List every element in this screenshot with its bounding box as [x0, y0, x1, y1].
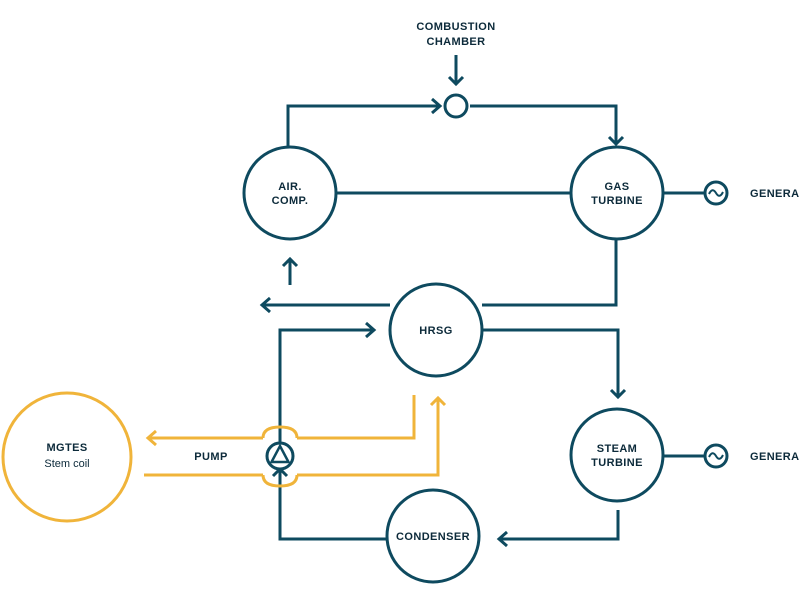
generator-icon	[703, 443, 729, 469]
hrsg-label: HRSG	[419, 325, 452, 337]
steam-turbine-label-line2: TURBINE	[591, 457, 643, 469]
hrsg-to-steam-turbine-line	[482, 328, 627, 400]
condenser-label: CONDENSER	[396, 531, 470, 543]
gas-turbine-exhaust-line	[259, 240, 618, 314]
mgtes-label-line2: Stem coil	[44, 458, 89, 470]
pump-icon	[265, 441, 295, 471]
mgtes-label-line1: MGTES	[46, 442, 87, 454]
storage-discharge-line	[145, 395, 416, 447]
gas-turbine-label-line1: GAS	[604, 181, 629, 193]
gas-turbine-node: GAS TURBINE	[569, 145, 665, 241]
gas-turbine-label-line2: TURBINE	[591, 195, 643, 207]
steam-turbine-to-condenser-line	[496, 510, 620, 548]
air-comp-label-line2: COMP.	[272, 195, 309, 207]
pump-label: PUMP	[194, 451, 227, 463]
air-inlet-arrow	[281, 256, 299, 285]
condenser-to-pump-line	[271, 466, 386, 541]
generator-icon	[703, 180, 729, 206]
generator-label-bottom: GENERA	[750, 451, 799, 463]
air-compressor-node: AIR. COMP.	[242, 145, 338, 241]
combustion-chamber-label-line1: COMBUSTION	[416, 21, 495, 33]
combustion-to-gas-turbine-line	[470, 104, 625, 147]
condenser-node: CONDENSER	[385, 488, 481, 584]
generator-label-top: GENERA	[750, 188, 799, 200]
mgtes-node: MGTES Stem coil	[1, 391, 133, 523]
air-comp-label-line1: AIR.	[278, 181, 302, 193]
steam-turbine-label-line1: STEAM	[597, 443, 638, 455]
storage-charge-line	[144, 395, 447, 488]
hrsg-node: HRSG	[388, 282, 484, 378]
combustion-chamber-label-line2: CHAMBER	[426, 36, 485, 48]
steam-turbine-node: STEAM TURBINE	[569, 407, 665, 503]
feedwater-to-hrsg-line	[278, 321, 377, 443]
combustion-input-arrow	[447, 55, 465, 87]
combustion-chamber-node	[443, 93, 469, 119]
air-to-combustion-line	[286, 97, 443, 158]
